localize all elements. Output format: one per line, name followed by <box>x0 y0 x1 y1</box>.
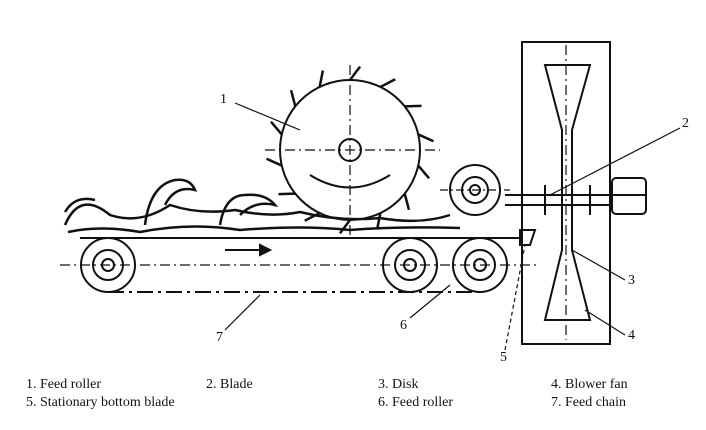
blade-spike <box>403 193 411 211</box>
blade-spike <box>338 219 351 235</box>
blade-spike <box>318 70 325 88</box>
blade-spike <box>375 212 382 230</box>
callout-7: 7 <box>216 330 223 345</box>
blade-spike <box>269 120 283 136</box>
callout-4: 4 <box>628 328 635 343</box>
blade-spike <box>417 164 431 180</box>
callout-2: 2 <box>682 116 689 131</box>
callout-1: 1 <box>220 92 227 107</box>
legend-item-4: 4. Blower fan <box>551 377 628 392</box>
callout-6: 6 <box>400 318 407 333</box>
blade-spike <box>265 157 283 167</box>
blade-spike <box>304 211 321 222</box>
legend-item-2: 2. Blade <box>206 377 253 392</box>
legend-item-6: 6. Feed roller <box>378 395 454 410</box>
callout-5: 5 <box>500 350 507 365</box>
blade-spike <box>289 89 297 107</box>
legend-item-7: 7. Feed chain <box>551 395 627 410</box>
blade-spike <box>379 78 396 89</box>
legend-item-3: 3. Disk <box>378 377 419 392</box>
crop-material <box>63 178 461 234</box>
feed-chain <box>60 237 540 293</box>
blade-spike <box>349 65 362 81</box>
callout-3: 3 <box>628 273 635 288</box>
legend-item-1: 1. Feed roller <box>26 377 102 392</box>
blower <box>505 41 647 345</box>
cutting-disk <box>265 65 440 235</box>
legend-item-5: 5. Stationary bottom blade <box>26 395 175 410</box>
blade-spike <box>417 133 435 143</box>
leader-lines <box>224 102 681 351</box>
upper-feed-roller <box>440 164 510 216</box>
